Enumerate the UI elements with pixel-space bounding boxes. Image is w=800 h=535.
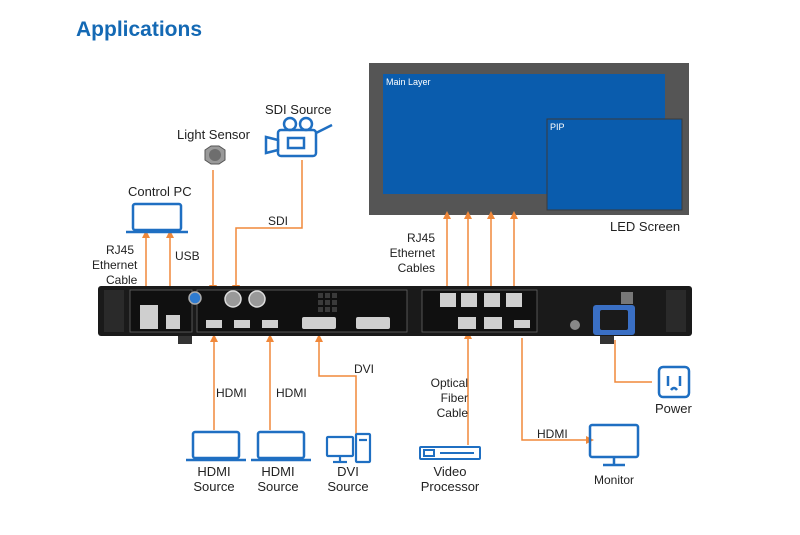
hdmi-source-1-label: HDMI Source (188, 464, 240, 494)
video-processor-label: Video Processor (414, 464, 486, 494)
hdmi-src1-line1: HDMI (197, 464, 231, 479)
pip-layer (546, 118, 683, 211)
usb-label: USB (175, 249, 200, 263)
monitor-label: Monitor (594, 473, 635, 487)
sdi-source-label: SDI Source (265, 102, 332, 117)
power-outlet-icon (657, 365, 691, 399)
hdmi-label-2: HDMI (276, 386, 307, 400)
dvi-source-label: DVI Source (322, 464, 374, 494)
optical-line2: Fiber (440, 391, 468, 405)
video-processor-icon (419, 446, 481, 460)
rj45-ethernet-cables-label: RJ45 Ethernet Cables (385, 231, 435, 276)
laptop-icon (251, 430, 311, 462)
rack-device (98, 286, 692, 344)
desktop-pc-icon (325, 432, 372, 464)
sdi-label: SDI (268, 214, 289, 228)
dvi-label: DVI (354, 362, 375, 376)
rj45-eth-line3: Cable (106, 273, 138, 287)
light-sensor-label: Light Sensor (177, 127, 250, 142)
optical-fiber-cable-label: Optical Fiber Cable (420, 376, 468, 421)
hdmi-src2-line2: Source (257, 479, 299, 494)
control-pc-label: Control PC (128, 184, 192, 199)
dvi-src-line2: Source (327, 479, 369, 494)
led-screen (369, 63, 689, 215)
page-title: Applications (76, 18, 203, 41)
rj45-cab-line2: Ethernet (389, 246, 435, 260)
camera-icon (264, 116, 333, 158)
rj45-cab-line3: Cables (397, 261, 435, 275)
video-proc-line1: Video (433, 464, 467, 479)
hdmi-label-1: HDMI (216, 386, 247, 400)
optical-line3: Cable (436, 406, 468, 420)
video-proc-line2: Processor (420, 479, 480, 494)
cables (145, 160, 652, 445)
hdmi-source-2-label: HDMI Source (252, 464, 304, 494)
laptop-icon (186, 430, 246, 462)
hdmi-out-label: HDMI (537, 427, 568, 441)
rj45-cab-line1: RJ45 (406, 231, 435, 245)
rj45-eth-line2: Ethernet (92, 258, 138, 272)
light-sensor-icon (204, 145, 226, 165)
monitor-icon (588, 423, 640, 467)
optical-line1: Optical (430, 376, 468, 390)
led-screen-label: LED Screen (610, 219, 681, 234)
dvi-src-line1: DVI (337, 464, 359, 479)
rj45-ethernet-cable-label: RJ45 Ethernet Cable (92, 243, 142, 288)
hdmi-src2-line1: HDMI (261, 464, 295, 479)
main-layer-label: Main Layer (386, 77, 431, 87)
rj45-eth-line1: RJ45 (106, 243, 135, 257)
hdmi-src1-line2: Source (193, 479, 235, 494)
laptop-icon (126, 202, 188, 234)
pip-label: PIP (550, 122, 565, 132)
power-label: Power (655, 401, 692, 416)
